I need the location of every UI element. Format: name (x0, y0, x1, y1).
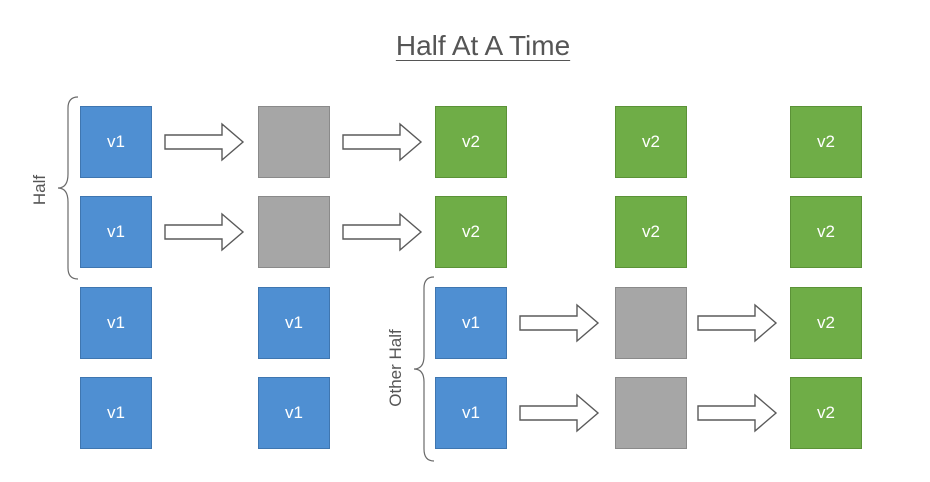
node-row2-col2 (258, 196, 330, 268)
node-row4-col3: v1 (435, 377, 507, 449)
arrow-right-icon (519, 303, 600, 343)
arrow-right-icon (164, 212, 245, 252)
arrow-right-icon (697, 393, 778, 433)
node-row2-col5: v2 (790, 196, 862, 268)
node-row4-col2: v1 (258, 377, 330, 449)
node-row4-col5: v2 (790, 377, 862, 449)
arrow-right-icon (342, 122, 423, 162)
arrow-right-icon (164, 122, 245, 162)
node-row1-col5: v2 (790, 106, 862, 178)
arrow-right-icon (519, 393, 600, 433)
other-half-brace (413, 276, 435, 462)
node-row3-col4 (615, 287, 687, 359)
diagram-title: Half At A Time (395, 30, 571, 61)
node-row3-col3: v1 (435, 287, 507, 359)
arrow-right-icon (697, 303, 778, 343)
node-row2-col1: v1 (80, 196, 152, 268)
node-row3-col2: v1 (258, 287, 330, 359)
node-row4-col1: v1 (80, 377, 152, 449)
other-half-label: Other Half (386, 329, 405, 407)
node-row1-col3: v2 (435, 106, 507, 178)
node-row2-col4: v2 (615, 196, 687, 268)
half-brace (57, 96, 79, 280)
node-row1-col2 (258, 106, 330, 178)
node-row4-col4 (615, 377, 687, 449)
node-row1-col4: v2 (615, 106, 687, 178)
node-row1-col1: v1 (80, 106, 152, 178)
node-row2-col3: v2 (435, 196, 507, 268)
node-row3-col5: v2 (790, 287, 862, 359)
half-label: Half (30, 174, 49, 206)
arrow-right-icon (342, 212, 423, 252)
node-row3-col1: v1 (80, 287, 152, 359)
